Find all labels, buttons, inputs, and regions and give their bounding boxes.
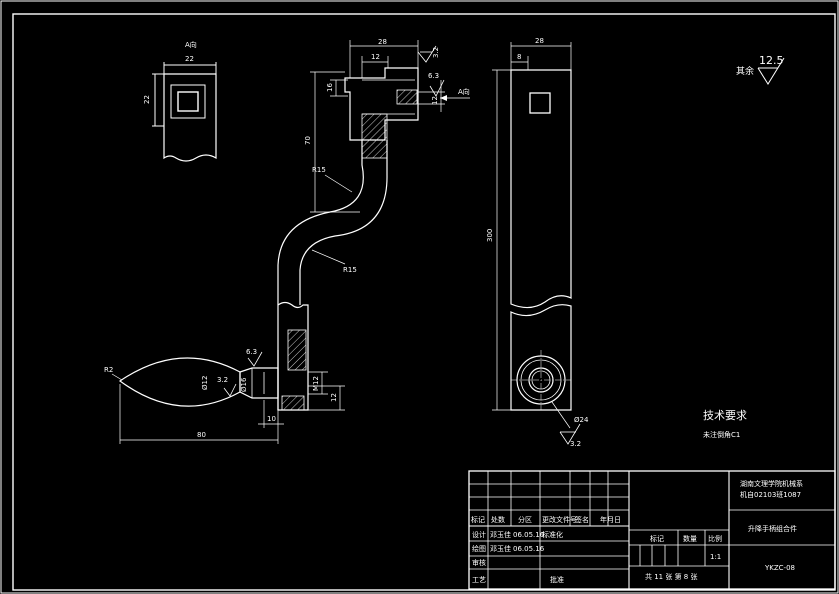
- row-extra-0: 标准化: [542, 530, 563, 539]
- finish-prefix: 其余: [736, 65, 754, 77]
- qty-label: 数量: [683, 534, 697, 543]
- title-block-text: 标记 处数 分区 更改文件号 签名 年月日 设计 邓玉佳 06.05.16 标准…: [471, 479, 803, 584]
- view-a: A向 22 22: [143, 40, 217, 162]
- dim-top-width: 28: [378, 38, 387, 46]
- finish-value: 12.5: [759, 54, 784, 67]
- school-line-2: 机自02103班1087: [740, 490, 801, 499]
- tech-note: 未注倒角C1: [703, 430, 740, 439]
- radius-knob: R2: [104, 366, 113, 374]
- inner-frame: [12, 13, 836, 591]
- scale-label: 比例: [708, 534, 722, 543]
- arrow-a-label: A向: [458, 87, 470, 96]
- view-a-width: 22: [185, 55, 194, 63]
- tech-title: 技术要求: [703, 409, 747, 422]
- dim-80: 80: [197, 431, 206, 439]
- sheet-count: 共 11 张 第 8 张: [645, 572, 698, 581]
- finish-knob: 3.2: [217, 376, 228, 384]
- row-role-3: 工艺: [472, 576, 486, 584]
- finish-lower: 6.3: [246, 348, 257, 356]
- side-view: 28 8 300 Ø24 3.2: [486, 37, 589, 448]
- view-a-title: A向: [185, 40, 197, 49]
- row-role-0: 设计: [472, 530, 486, 539]
- rev-header-0: 标记: [471, 515, 485, 524]
- surface-finish-note: 其余 12.5: [736, 54, 785, 85]
- scale-value: 1:1: [710, 553, 721, 561]
- view-a-height: 22: [143, 95, 151, 104]
- thread-m12: M12: [312, 376, 320, 391]
- mark-label: 标记: [650, 534, 664, 543]
- school-line-1: 湖南文理学院机械系: [740, 479, 803, 488]
- radius-lower: R15: [343, 266, 357, 274]
- radius-upper: R15: [312, 166, 326, 174]
- row-extra-3: 批准: [550, 575, 564, 584]
- dim-16: 16: [326, 83, 334, 92]
- dia-12: Ø12: [201, 376, 209, 390]
- row-date-1: 06.05.16: [513, 545, 545, 553]
- side-finish: 3.2: [570, 440, 581, 448]
- row-role-1: 绘图: [472, 544, 486, 553]
- side-width-hub: 8: [517, 53, 521, 61]
- dim-12-bottom: 12: [330, 393, 338, 402]
- finish-top: 3.2: [432, 47, 440, 58]
- drawing-no: YKZC-08: [764, 564, 795, 572]
- rev-header-3: 更改文件号: [542, 515, 577, 524]
- row-name-0: 邓玉佳: [490, 530, 511, 539]
- main-view: 28 12 3.2 6.3 12 A向 16 70 R15 R15: [104, 38, 470, 444]
- side-length: 300: [486, 229, 494, 242]
- finish-mid: 6.3: [428, 72, 439, 80]
- rev-header-4: 签名: [575, 515, 589, 524]
- rev-header-1: 处数: [491, 515, 505, 524]
- side-width-total: 28: [535, 37, 544, 45]
- row-date-0: 06.05.16: [513, 531, 545, 539]
- row-name-1: 邓玉佳: [490, 544, 511, 553]
- rev-header-5: 年月日: [600, 515, 621, 524]
- dim-70: 70: [304, 136, 312, 145]
- dim-10: 10: [267, 415, 276, 423]
- rev-header-2: 分区: [518, 515, 532, 524]
- dim-12-right: 12: [431, 96, 439, 105]
- dia-16: Ø16: [240, 377, 248, 392]
- title-block: [468, 470, 836, 590]
- dim-hub-width: 12: [371, 53, 380, 61]
- part-name: 升降手柄组合件: [748, 524, 797, 533]
- row-role-2: 审核: [472, 558, 486, 567]
- side-hole-dia: Ø24: [574, 416, 589, 424]
